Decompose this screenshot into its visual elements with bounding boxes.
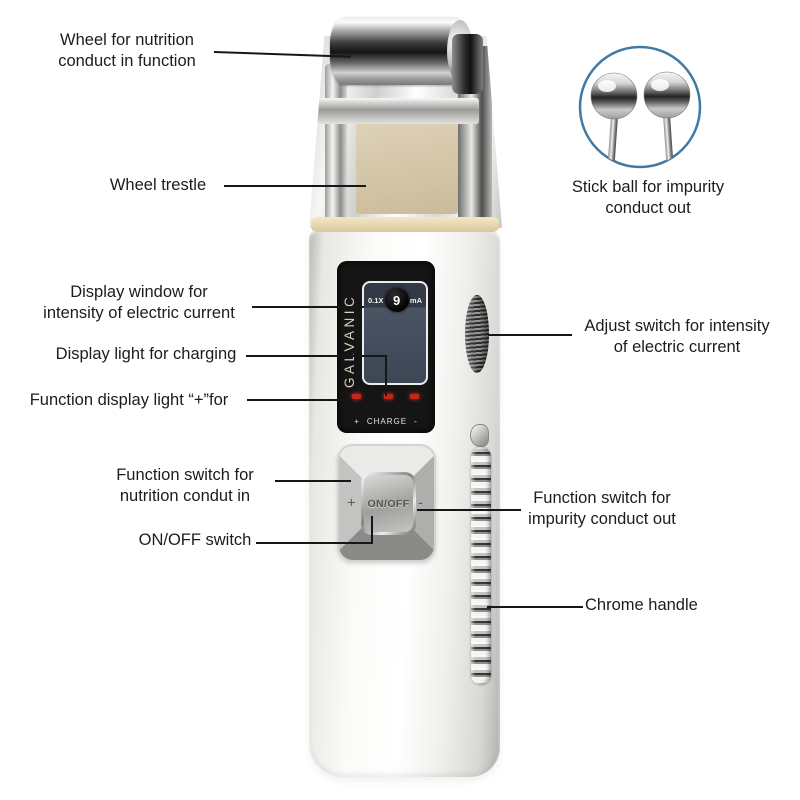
label-wheel-trestle: Wheel trestle [92,175,224,196]
label-line: Function switch for [533,489,671,507]
onoff-button-frame: ON/OFF [361,472,416,535]
leader-function-display-light [247,399,353,401]
stick-ball-left [590,72,638,120]
charge-plus-mark: + [354,417,360,426]
intensity-value-circle: 9 [384,288,409,312]
leader-display-light-v [385,355,387,396]
charge-indicator-minus-led [410,394,419,399]
label-wheel-nutrition: Wheel for nutrition conduct in function [36,30,218,72]
top-trim-band [311,217,499,232]
intensity-value: 9 [393,292,401,308]
label-line: intensity of electric current [43,304,235,323]
nutrition-plus-switch: + [347,494,356,512]
leader-function-switch-nutrition [275,480,351,482]
label-function-switch-impurity: Function switch for impurity conduct out [510,488,694,530]
label-line: Display light for charging [55,345,237,363]
label-line: Function display light “+”for [29,391,229,409]
charge-minus-mark: - [414,417,418,426]
label-line: conduct in function [58,52,196,71]
stick-ball-inset [578,45,702,169]
leader-display-light-h [246,355,387,357]
label-function-display-light: Function display light “+”for [6,390,252,411]
leader-onoff-h [256,542,373,544]
chrome-handle-hook [470,424,489,447]
stick-left [607,115,618,167]
display-panel: GALVANIC 0.1X 9 mA + CHARGE- [337,261,435,433]
ball-highlight-right [651,79,669,91]
label-onoff-switch: ON/OFF switch [128,530,262,551]
label-function-switch-nutrition: Function switch for nutrition condut in [92,465,278,507]
impurity-minus-switch: - [418,494,423,512]
label-line: nutrition condut in [119,487,251,506]
label-line: conduct out [605,199,691,218]
label-display-light: Display light for charging [40,344,252,365]
charge-label-row: + CHARGE- [337,417,435,426]
ball-highlight-left [598,80,616,92]
charge-indicator-center-led [384,394,393,399]
chrome-handle-ribs [471,447,491,685]
intensity-unit: mA [409,295,422,305]
onoff-button-pad: + ON/OFF - [337,444,436,562]
onoff-button-label: ON/OFF [367,497,410,510]
label-line: of electric current [613,338,741,357]
lcd-screen: 0.1X 9 mA [362,281,428,385]
intensity-adjust-thumbwheel [465,295,489,373]
leader-onoff-v [371,516,373,544]
label-line: Chrome handle [585,596,698,614]
leader-adjust-switch [488,334,572,336]
roller-axle-bracket [452,34,483,94]
label-line: Wheel trestle [109,176,207,194]
label-line: ON/OFF switch [138,531,252,549]
label-line: impurity conduct out [528,510,676,529]
trestle-crossbar [317,98,480,124]
leader-wheel-trestle [224,185,366,187]
leader-display-window [252,306,364,308]
trestle-post-left [325,64,347,224]
charge-indicator-plus-led [352,394,361,399]
charge-label: CHARGE [366,417,408,426]
intensity-multiplier: 0.1X [368,295,384,305]
label-adjust-switch: Adjust switch for intensity of electric … [566,316,788,358]
label-line: Display window for [70,283,208,301]
label-stick-ball: Stick ball for impurity conduct out [552,177,744,219]
label-display-window: Display window for intensity of electric… [20,282,258,324]
label-line: Wheel for nutrition [60,31,194,49]
leader-chrome-handle [487,606,583,608]
brand-text-vertical: GALVANIC [342,293,357,389]
nutrition-roller-wheel [330,17,473,85]
label-chrome-handle: Chrome handle [585,595,735,616]
intensity-readout: 0.1X 9 mA [366,288,424,312]
leader-function-switch-impurity [417,509,521,511]
stick-ball-right [643,71,691,119]
label-line: Function switch for [116,466,254,484]
label-line: Adjust switch for intensity [584,317,770,335]
label-line: Stick ball for impurity [571,178,725,196]
wheel-trestle-pad [356,124,458,214]
